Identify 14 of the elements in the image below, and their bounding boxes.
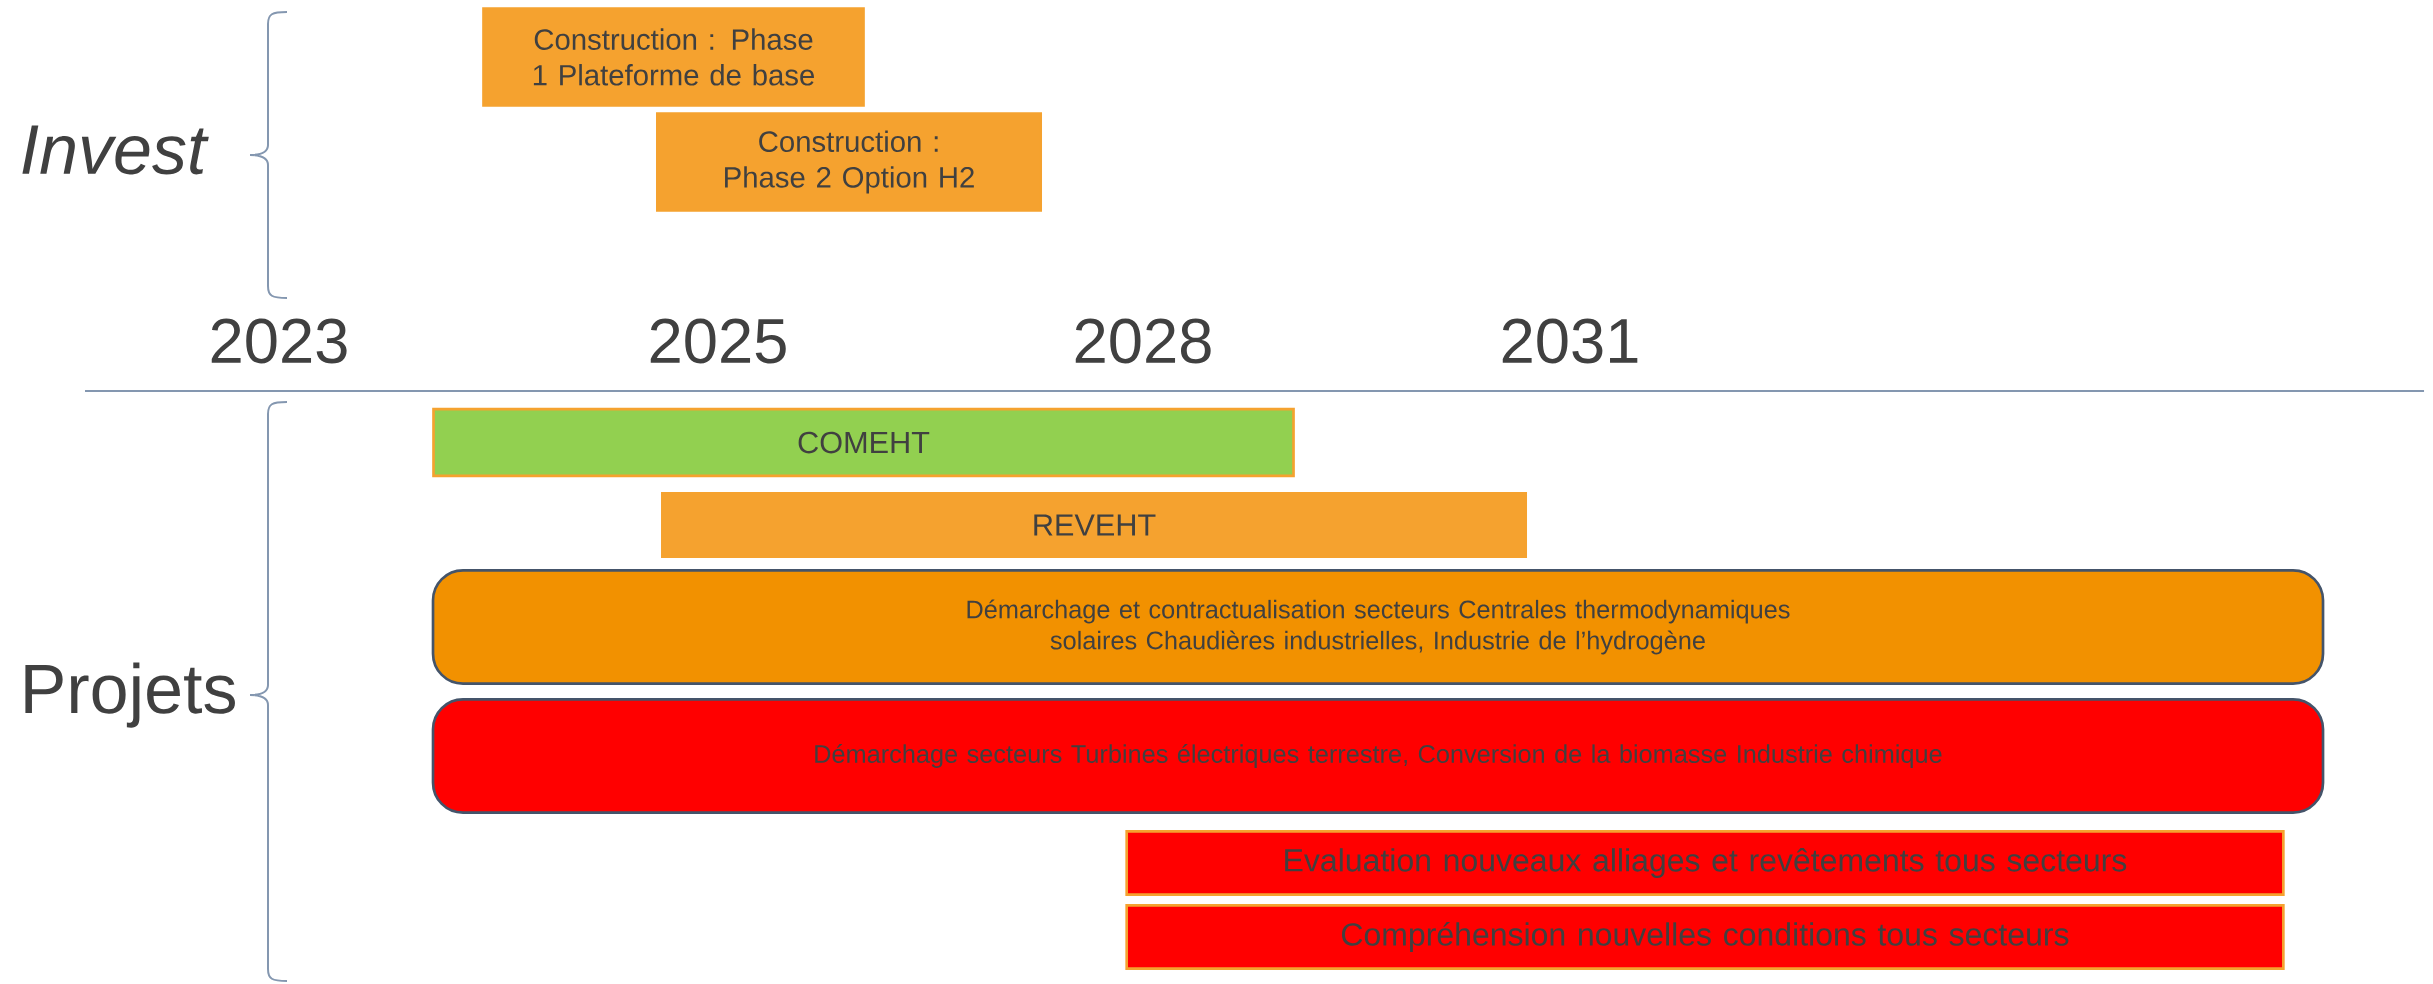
project-bar: REVEHT (661, 492, 1528, 558)
year-label: 2028 (1075, 318, 1211, 364)
section-label: Invest (22, 125, 209, 175)
year-label: 2031 (1502, 318, 1638, 364)
project-bar: Démarchage et contractualisation secteurs Centrales thermodynamiques solaires Chaudières industrielles, Industrie de l’hydrogène (431, 569, 2325, 685)
project-bar: Démarchage secteurs Turbines électriques terrestre, Conversion de la biomasse Industrie chimique (431, 698, 2325, 814)
project-bar: Compréhension nouvelles conditions tous secteurs (1125, 904, 2285, 970)
project-bar: COMEHT (432, 407, 1295, 478)
section-label: Projets (25, 662, 235, 728)
phase-bar: Construction : Phase 1 Plateforme de base (482, 7, 865, 107)
year-label: 2025 (650, 318, 786, 364)
phase-bar: Construction : Phase 2 Option H2 (656, 112, 1042, 212)
project-bar: Evaluation nouveaux alliages et revêtements tous secteurs (1125, 830, 2285, 896)
year-label: 2023 (211, 318, 347, 364)
